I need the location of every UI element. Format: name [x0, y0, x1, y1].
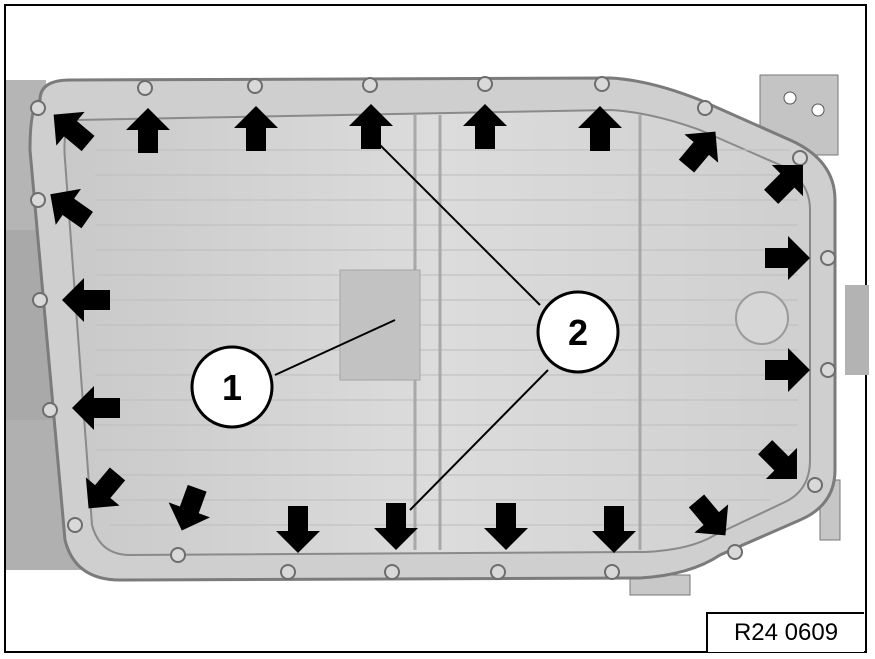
arrow-up-4	[463, 104, 507, 149]
arrow-down-right-1	[758, 440, 797, 479]
arrow-up-left-2	[53, 111, 95, 152]
arrow-down-3	[374, 503, 418, 550]
reference-code: R24 0609	[706, 612, 864, 652]
arrow-right-2	[765, 348, 810, 392]
arrow-down-left-2	[85, 467, 126, 509]
arrow-up-5	[578, 106, 622, 151]
arrow-up-1	[126, 108, 170, 153]
arrow-down-1	[592, 506, 636, 553]
arrow-left-2	[62, 278, 110, 322]
arrow-down-4	[276, 506, 320, 553]
arrow-down-right-2	[688, 494, 729, 536]
arrow-up-2	[234, 106, 278, 151]
callout-1: 1	[190, 345, 274, 429]
arrow-right-1	[765, 236, 810, 280]
arrow-down-2	[484, 503, 528, 550]
arrow-up-right-1	[678, 131, 719, 173]
callout-2: 2	[536, 290, 620, 374]
arrow-down-left-1	[168, 484, 210, 531]
arrow-up-left-1	[50, 188, 93, 229]
callout-1-label: 1	[222, 367, 242, 408]
arrow-up-3	[349, 104, 393, 149]
leader-lines	[274, 139, 549, 511]
bolt-arrows	[50, 104, 810, 553]
arrow-left-1	[72, 386, 120, 430]
arrow-up-right-2	[764, 165, 803, 204]
callout-2-label: 2	[568, 312, 588, 353]
oil-pan	[28, 76, 837, 582]
